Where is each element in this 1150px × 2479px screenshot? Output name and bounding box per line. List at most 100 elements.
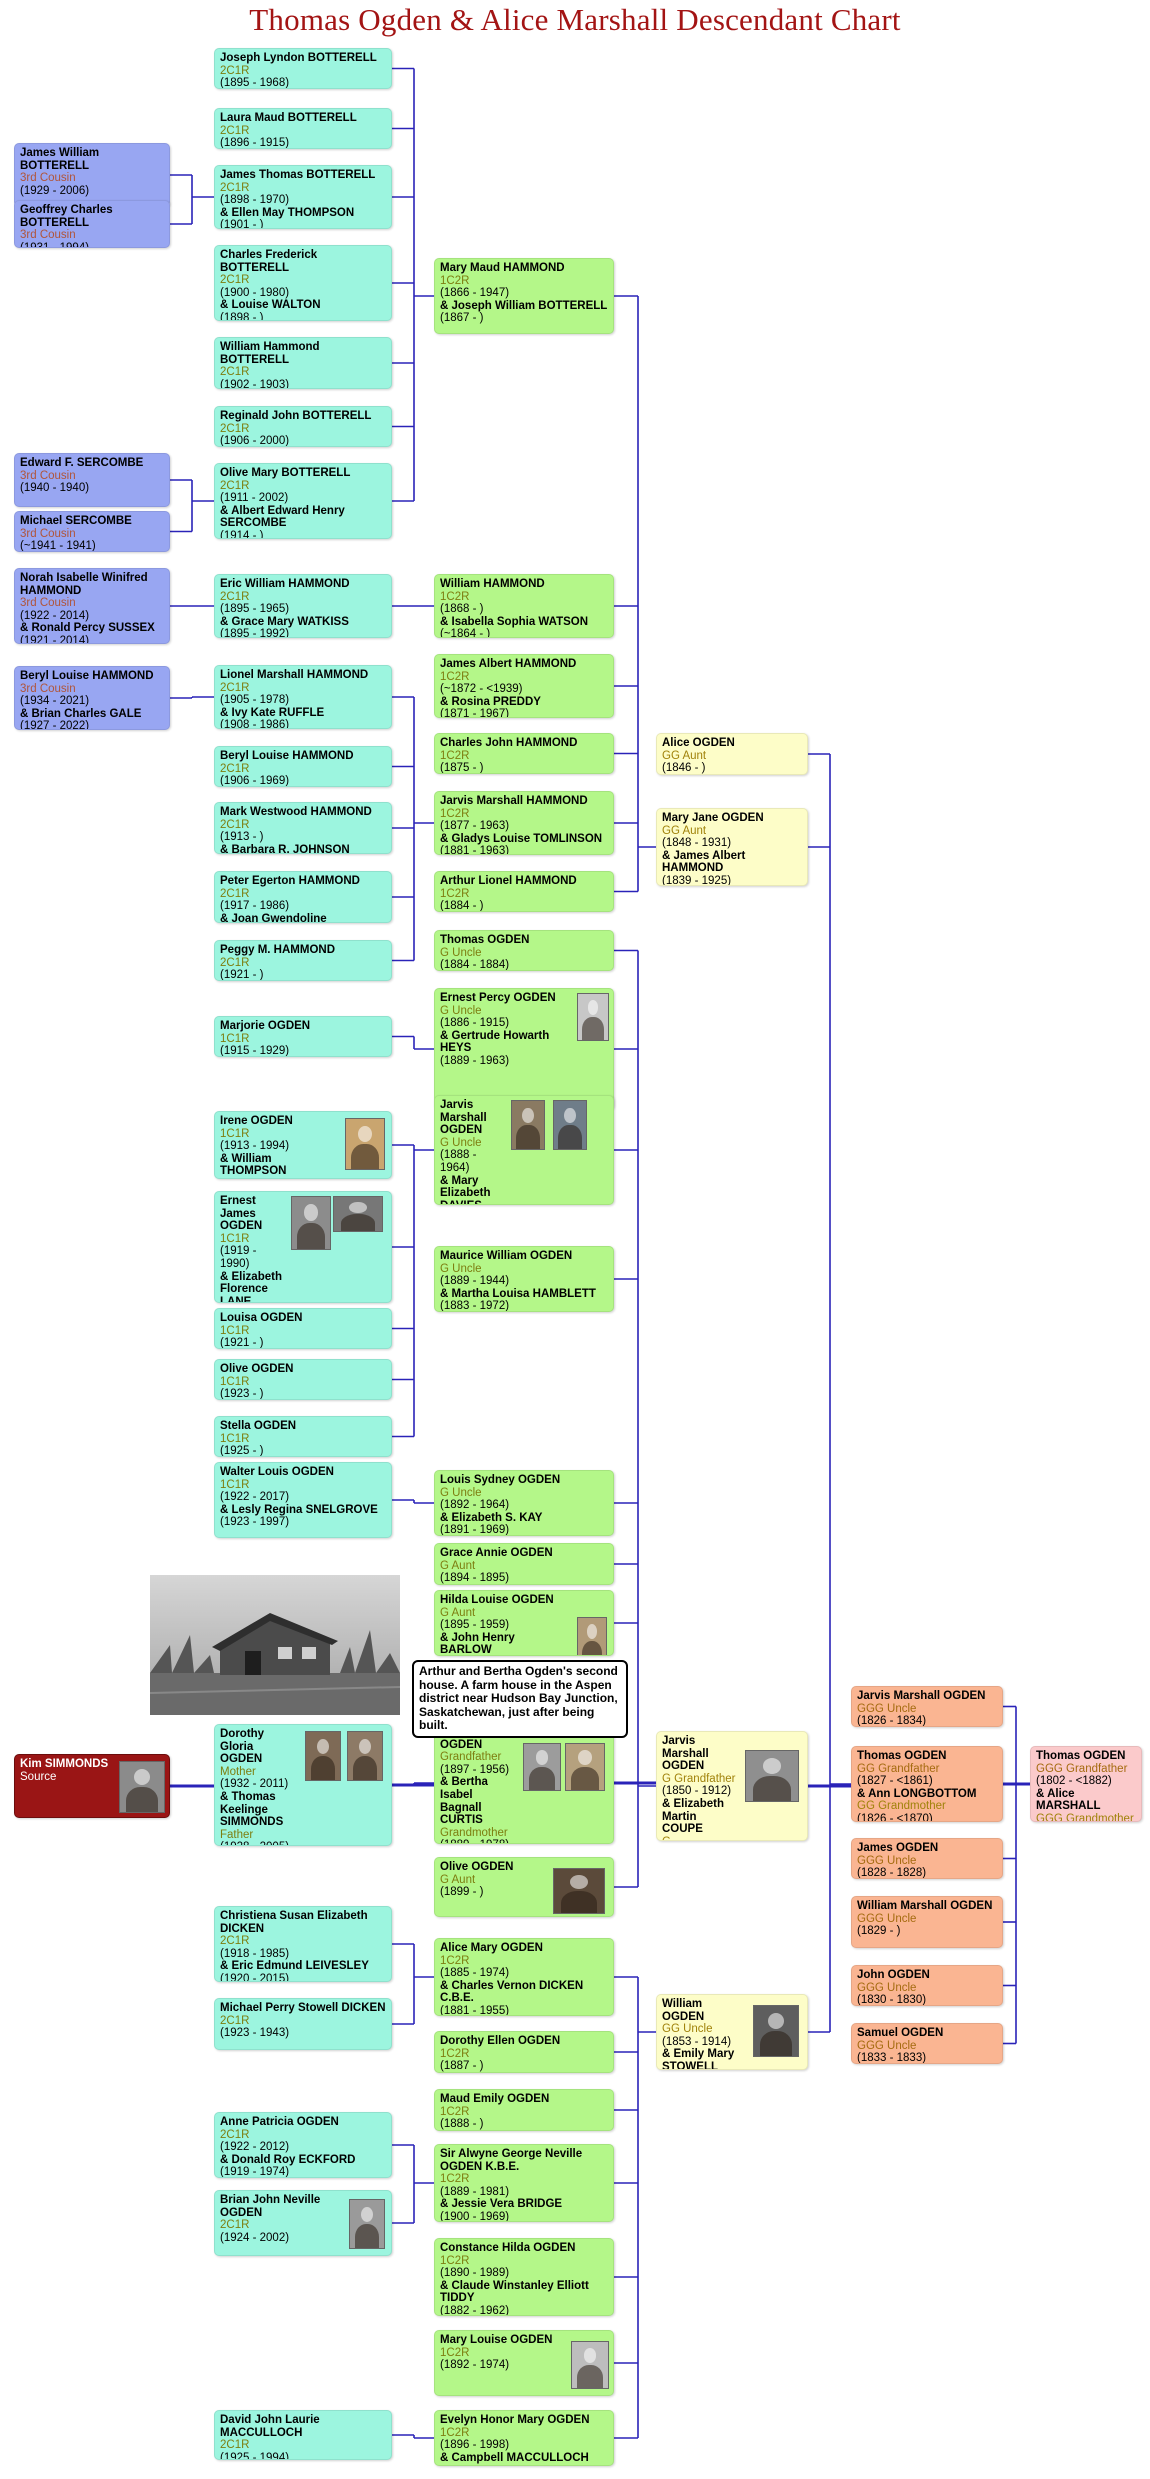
person-dates: (1905 - 1978)	[220, 694, 290, 707]
person-dates: (1934 - 2021)	[20, 695, 90, 708]
person-relationship: 1C1R	[220, 1232, 250, 1245]
person-dates: (1802 - <1882)	[1036, 1775, 1112, 1788]
person-name: Sir Alwyne George Neville OGDEN K.B.E.	[440, 2148, 583, 2173]
person-dates: (1894 - 1895)	[440, 1572, 510, 1585]
person-relationship: 2C1R	[220, 2014, 250, 2027]
spouse-dates: (1891 - 1969)	[440, 1524, 510, 1536]
person-dates: (1829 - )	[857, 1925, 901, 1938]
spouse-dates: (1900 - 1969)	[440, 2210, 510, 2222]
person-relationship: 1C2R	[440, 2047, 470, 2060]
person-name: Peggy M. HAMMOND	[220, 944, 335, 956]
person-name: Constance Hilda OGDEN	[440, 2242, 576, 2254]
spouse-relationship: G Grandmother	[662, 1836, 736, 1840]
spouse-name: & Barbara R. JOHNSON	[220, 843, 350, 854]
person-name: Irene OGDEN	[220, 1115, 293, 1127]
person-name: Olive Mary BOTTERELL	[220, 467, 351, 479]
person-box[interactable]: Sir Alwyne George Neville OGDEN K.B.E.1C…	[434, 2144, 614, 2222]
person-name: Alice OGDEN	[662, 737, 735, 749]
person-dates: (1892 - 1964)	[440, 1499, 510, 1512]
portrait-photo	[571, 2341, 609, 2389]
person-relationship: 1C1R	[220, 1432, 250, 1445]
person-dates: (1895 - 1968)	[220, 77, 290, 89]
person-name: Joseph Lyndon BOTTERELL	[220, 52, 377, 64]
person-name: Mark Westwood HAMMOND	[220, 806, 372, 818]
person-dates: (1924 - 2002)	[220, 2231, 290, 2244]
portrait-photo	[565, 1743, 605, 1791]
person-name: William HAMMOND	[440, 578, 545, 590]
person-relationship: 3rd Cousin	[20, 229, 76, 242]
portrait-photo	[745, 1750, 799, 1802]
person-dates: (1827 - <1861)	[857, 1775, 933, 1788]
portrait-photo	[553, 1100, 587, 1150]
person-dates: (1890 - 1989)	[440, 2267, 510, 2280]
person-dates: (1921 - )	[220, 1337, 264, 1349]
person-relationship: 2C1R	[220, 181, 250, 194]
